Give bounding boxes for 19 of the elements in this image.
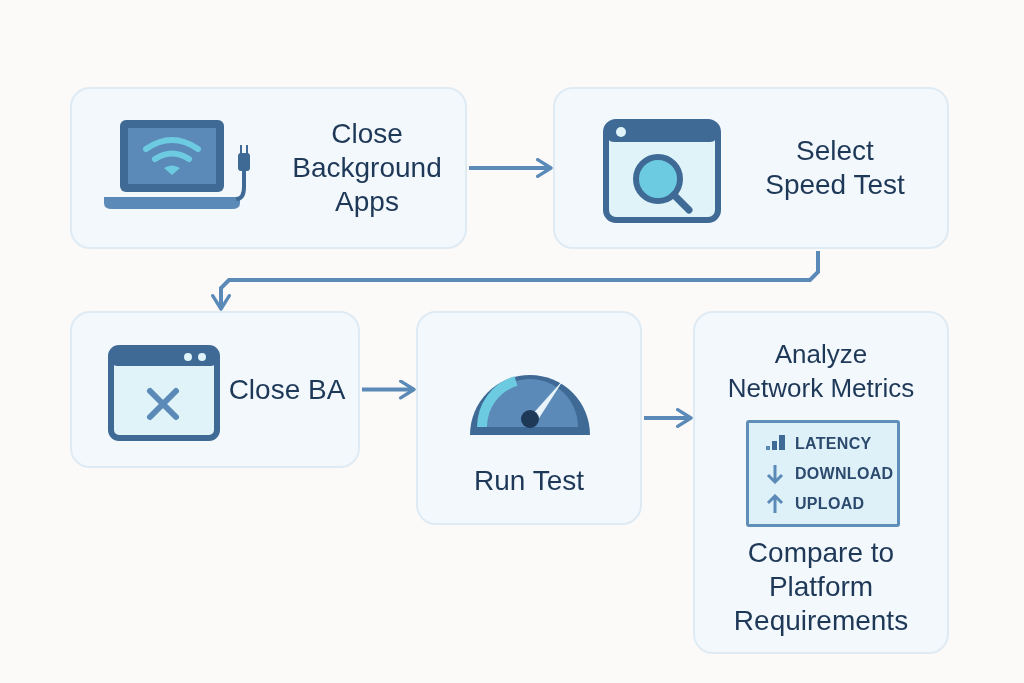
step-label: Analyze Network Metrics bbox=[726, 338, 916, 405]
arrow bbox=[469, 158, 553, 178]
metric-label: DOWNLOAD bbox=[795, 464, 894, 483]
metrics-panel bbox=[746, 420, 900, 527]
step-box bbox=[553, 87, 949, 249]
step-label: Close Background Apps bbox=[291, 117, 443, 219]
step-label: Select Speed Test bbox=[764, 134, 906, 202]
step-label: Run Test bbox=[474, 464, 584, 498]
step-box bbox=[70, 87, 467, 249]
arrow bbox=[362, 379, 416, 400]
step-label: Compare to Platform Requirements bbox=[732, 536, 910, 638]
metric-label: LATENCY bbox=[795, 434, 872, 453]
arrow bbox=[644, 408, 693, 428]
step-label: Close BA bbox=[228, 372, 346, 407]
metric-label: UPLOAD bbox=[795, 494, 865, 513]
step-box bbox=[416, 311, 642, 525]
arrow bbox=[211, 251, 820, 311]
step-box bbox=[70, 311, 360, 468]
step-box bbox=[693, 311, 949, 654]
